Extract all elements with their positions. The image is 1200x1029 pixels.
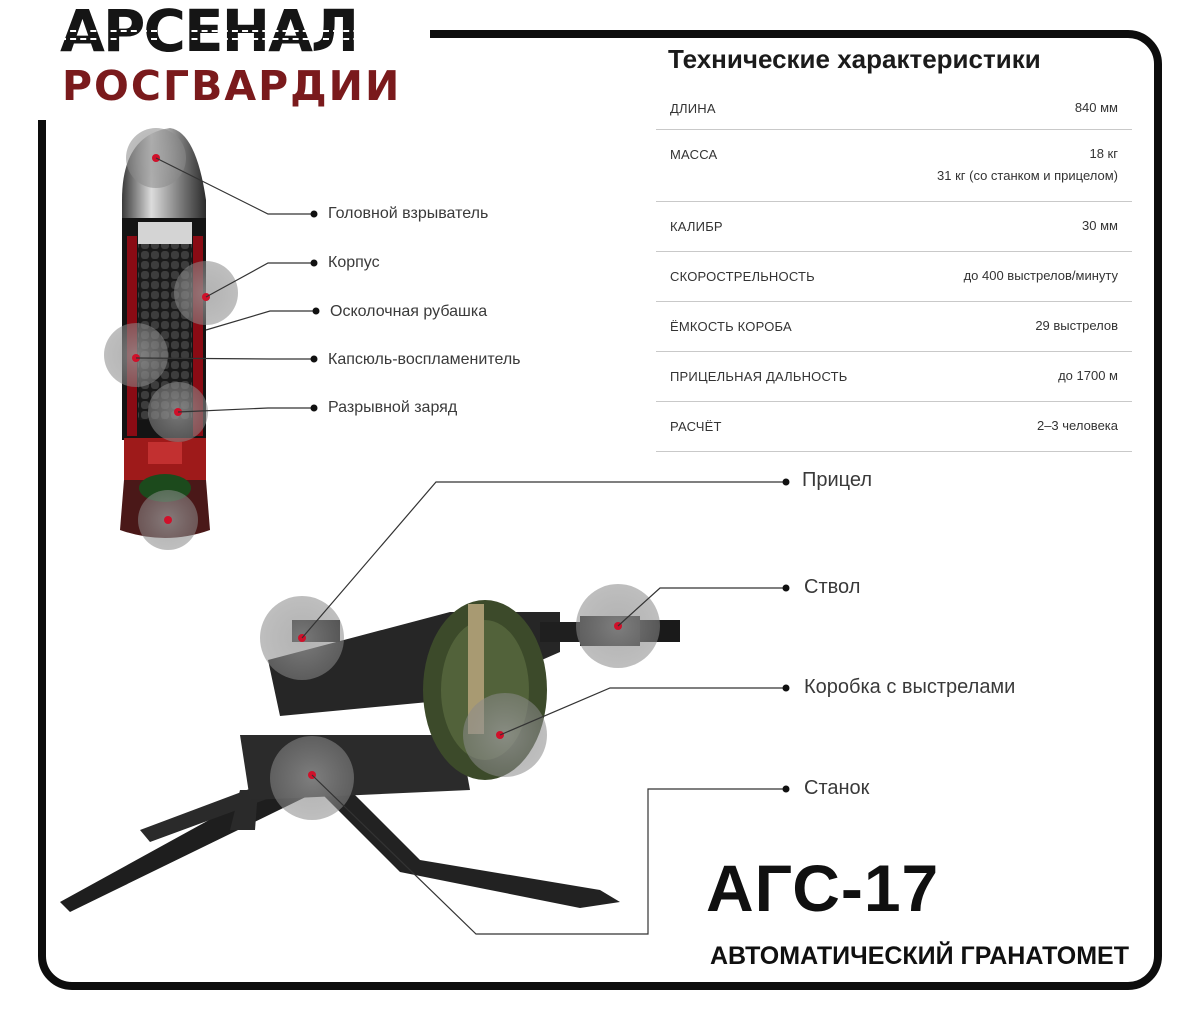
launcher-leader-dots bbox=[782, 478, 790, 793]
grenade-leader-lines bbox=[135, 157, 316, 413]
spec-row: Расчёт 2–3 человека bbox=[656, 402, 1132, 452]
label-fragmentation-sleeve: Осколочная рубашка bbox=[330, 303, 488, 320]
spec-label: Прицельная дальность bbox=[670, 369, 848, 384]
logo-subtitle: РОСГВАРДИИ bbox=[62, 62, 402, 110]
spec-row: Длина 840 мм bbox=[656, 84, 1132, 130]
spec-value: 2–3 человека bbox=[1036, 418, 1118, 433]
label-sight: Прицел bbox=[802, 469, 873, 491]
spec-value: до 400 выстрелов/минуту bbox=[963, 268, 1118, 283]
label-head-fuze: Головной взрыватель bbox=[328, 205, 489, 222]
spec-value: до 1700 м bbox=[1058, 368, 1118, 383]
label-bursting-charge: Разрывной заряд bbox=[328, 399, 458, 416]
spec-label: Длина bbox=[670, 101, 716, 116]
model-subtitle: АВТОМАТИЧЕСКИЙ ГРАНАТОМЕТ bbox=[710, 942, 1129, 970]
label-tripod: Станок bbox=[804, 777, 870, 799]
spec-value: 30 мм bbox=[1082, 218, 1118, 233]
model-title: АГС-17 bbox=[706, 851, 940, 925]
spec-label: Масса bbox=[670, 147, 718, 162]
specs-title: Технические характеристики bbox=[668, 44, 1041, 74]
grenade-leader-dots bbox=[310, 210, 320, 412]
barbed-wire-decoration bbox=[60, 30, 420, 40]
logo-background bbox=[30, 0, 430, 120]
logo-title: АРСЕНАЛ bbox=[60, 2, 420, 60]
spec-label: Калибр bbox=[670, 219, 723, 234]
launcher-leader-lines bbox=[301, 481, 786, 935]
spec-row: Прицельная дальность до 1700 м bbox=[656, 352, 1132, 402]
launcher-markers bbox=[260, 584, 660, 820]
spec-row: Калибр 30 мм bbox=[656, 202, 1132, 252]
label-ammo-box: Коробка с выстрелами bbox=[804, 676, 1016, 698]
page-frame bbox=[38, 30, 1162, 990]
spec-label: Ёмкость короба bbox=[670, 319, 792, 334]
spec-label: Скорострельность bbox=[670, 269, 815, 284]
label-primer: Капсюль-воспламенитель bbox=[328, 351, 521, 368]
spec-label: Расчёт bbox=[670, 419, 722, 434]
spec-value: 29 выстрелов bbox=[1035, 318, 1118, 333]
spec-value: 840 мм bbox=[1074, 100, 1118, 115]
spec-row: Ёмкость короба 29 выстрелов bbox=[656, 302, 1132, 352]
label-barrel: Ствол bbox=[804, 576, 861, 598]
spec-row: Скорострельность до 400 выстрелов/минуту bbox=[656, 252, 1132, 302]
label-body: Корпус bbox=[328, 254, 380, 271]
